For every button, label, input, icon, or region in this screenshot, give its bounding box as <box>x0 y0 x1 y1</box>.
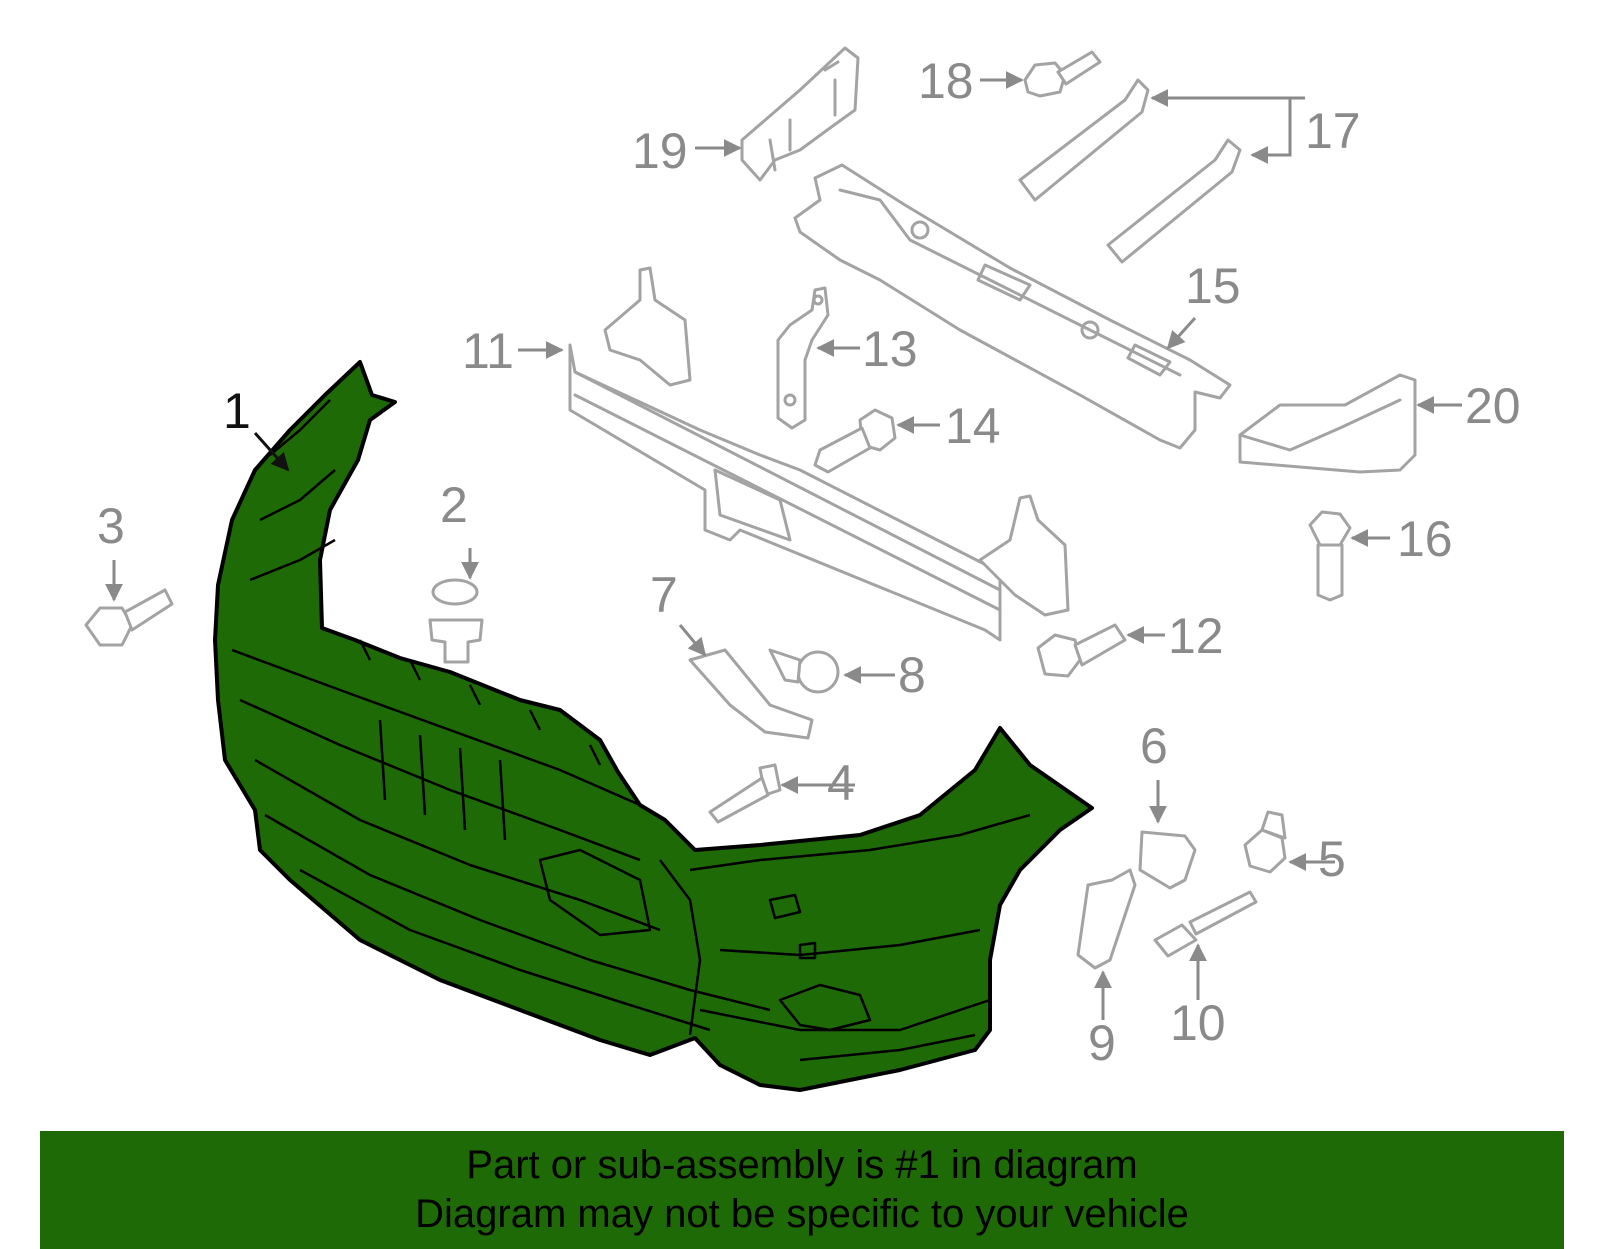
callout-11: 11 <box>462 323 514 379</box>
callout-17: 17 <box>1305 103 1361 159</box>
arrow-7 <box>678 624 707 657</box>
part-4-screw <box>708 763 782 824</box>
part-18-bolt <box>1023 50 1102 98</box>
callout-5: 5 <box>1318 831 1346 887</box>
arrow-1 <box>253 432 290 472</box>
part-14-bolt <box>813 408 897 474</box>
callout-7: 7 <box>650 567 678 623</box>
callout-1: 1 <box>223 383 251 439</box>
part-16-bolt <box>1308 510 1352 602</box>
callout-16: 16 <box>1397 511 1453 567</box>
part-17-braces <box>1018 78 1242 264</box>
part-19-bracket <box>740 46 860 182</box>
callout-10: 10 <box>1170 995 1226 1051</box>
callout-6: 6 <box>1140 718 1168 774</box>
callout-13: 13 <box>862 321 918 377</box>
part-10-pin <box>1153 890 1258 958</box>
callout-8: 8 <box>898 647 926 703</box>
callout-9: 9 <box>1088 1015 1116 1071</box>
arrow-17a <box>1250 96 1305 164</box>
arrow-15 <box>1166 316 1197 350</box>
part-12-bolt <box>1036 623 1127 678</box>
callout-4: 4 <box>827 755 855 811</box>
callout-19: 19 <box>632 123 688 179</box>
callout-12: 12 <box>1168 608 1224 664</box>
info-banner: Part or sub-assembly is #1 in diagram Di… <box>40 1131 1564 1249</box>
callout-20: 20 <box>1465 378 1521 434</box>
callout-2: 2 <box>440 477 468 533</box>
callout-14: 14 <box>945 398 1001 454</box>
callout-18: 18 <box>918 53 974 109</box>
part-9-bracket <box>1076 868 1137 970</box>
callout-labels: 1 2 3 4 5 6 7 8 9 10 11 12 13 14 15 16 1… <box>97 53 1521 1071</box>
banner-line-2: Diagram may not be specific to your vehi… <box>415 1192 1189 1236</box>
part-11-impact-beam <box>568 266 1070 642</box>
callout-15: 15 <box>1185 258 1241 314</box>
callout-arrows <box>105 71 1462 1020</box>
part-15-tie-bar <box>793 163 1232 450</box>
part-1-bumper-cover[interactable] <box>213 360 1094 1092</box>
part-13-bracket <box>776 286 830 430</box>
banner-line-1: Part or sub-assembly is #1 in diagram <box>466 1143 1138 1187</box>
part-2-clip <box>428 578 484 664</box>
callout-3: 3 <box>97 498 125 554</box>
part-20-bracket <box>1238 373 1417 474</box>
part-5-nut <box>1243 810 1287 874</box>
part-3-bolt <box>84 588 174 647</box>
part-6-insert <box>1138 830 1197 890</box>
part-7-bracket <box>688 648 814 740</box>
part-8-screw <box>768 648 840 694</box>
